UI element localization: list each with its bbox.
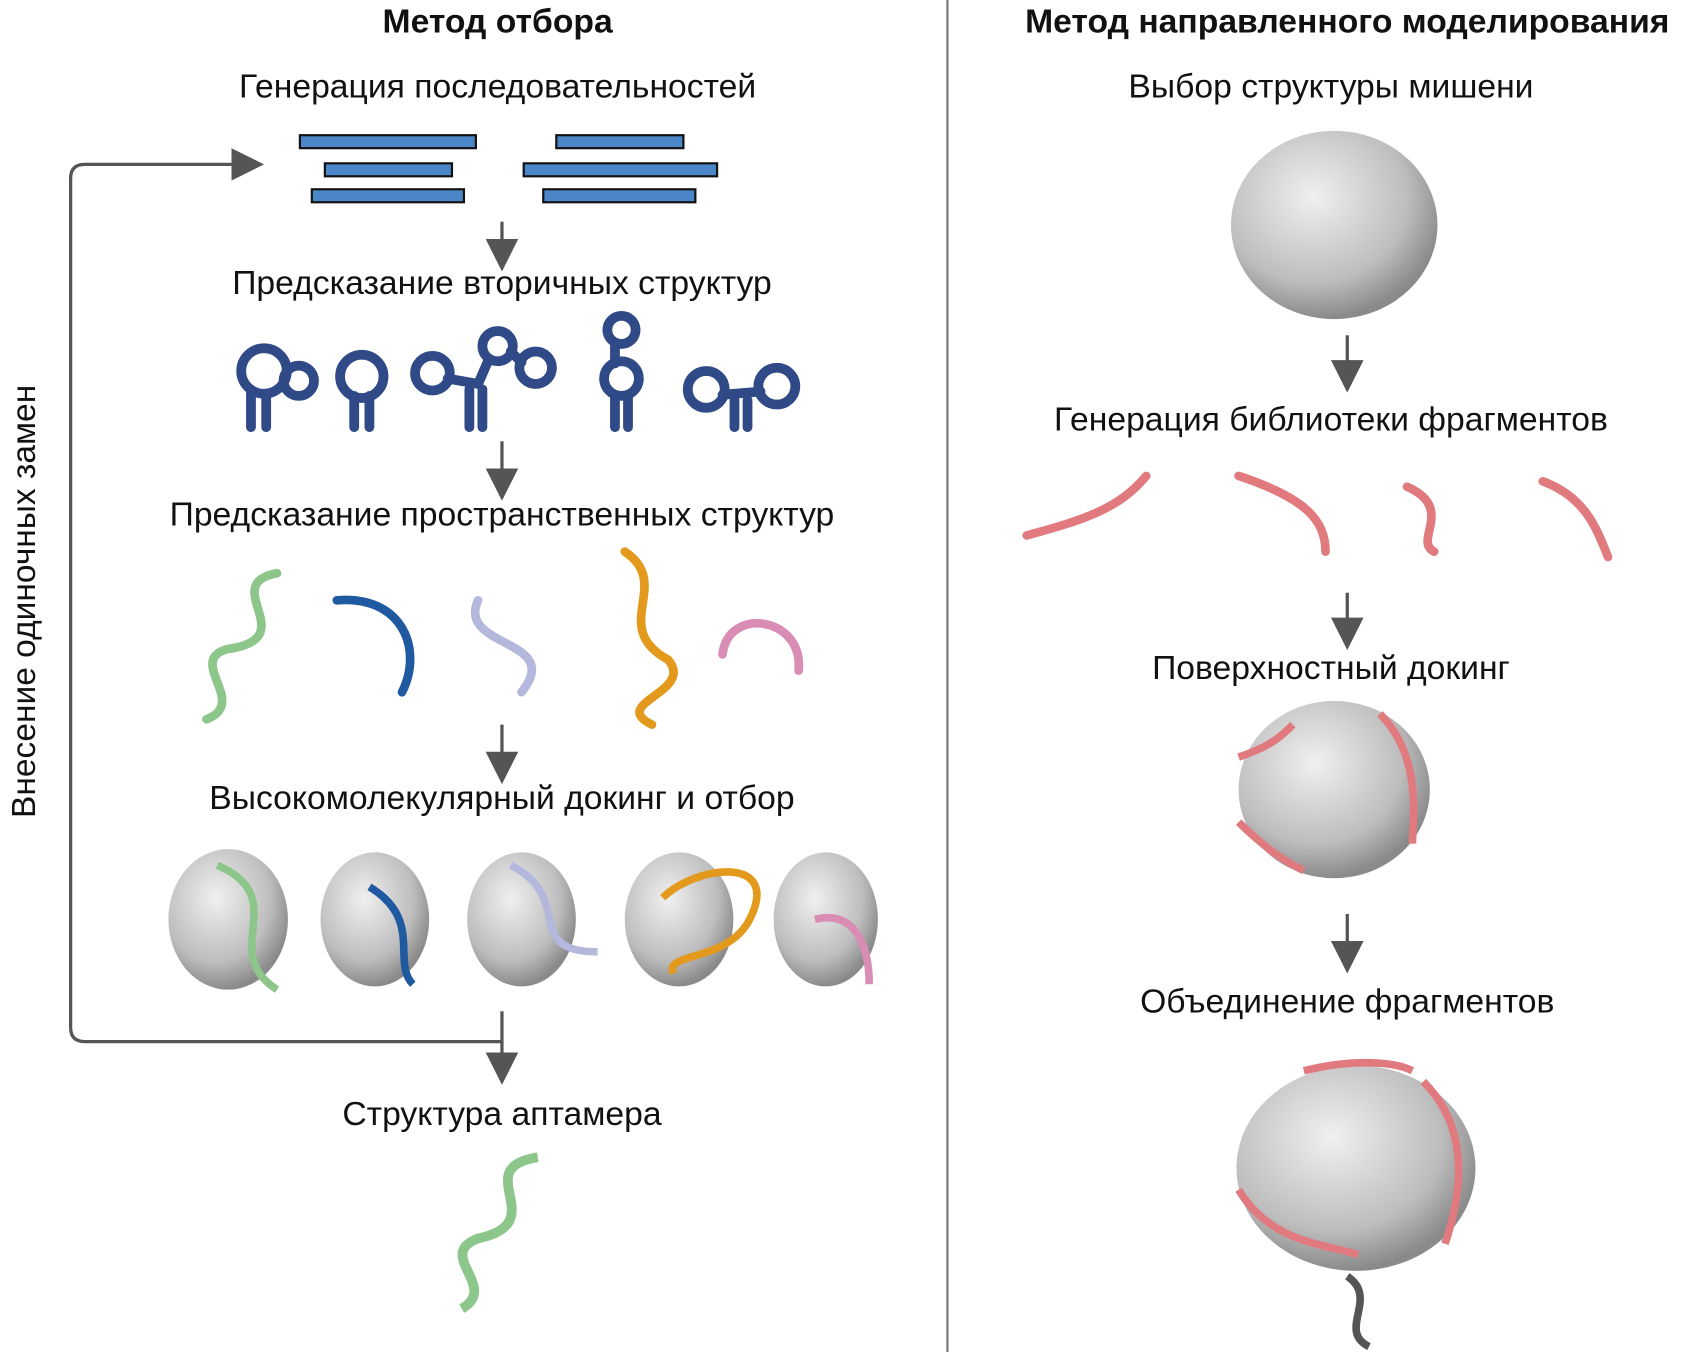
loop-label: Внесение одиночных замен	[4, 384, 43, 818]
merged-fragments	[1235, 1058, 1463, 1350]
step-sequence-generation: Генерация последовательностей	[239, 67, 757, 105]
secondary-structures	[236, 310, 801, 433]
down-arrows	[485, 221, 1364, 1085]
step-3d-prediction: Предсказание пространственных структур	[169, 495, 835, 534]
fragment-library	[1022, 471, 1613, 562]
docking-complexes	[168, 849, 878, 993]
step-aptamer-structure: Структура аптамера	[342, 1094, 662, 1133]
step-docking-selection: Высокомолекулярный докинг и отбор	[209, 778, 795, 817]
step-fragment-merging: Объединение фрагментов	[1140, 982, 1555, 1020]
step-secondary-prediction: Предсказание вторичных структур	[232, 263, 772, 302]
loop-arrow	[68, 148, 502, 1044]
right-title: Метод направленного моделирования	[1025, 2, 1670, 41]
target-protein	[1231, 130, 1438, 320]
step-fragment-library: Генерация библиотеки фрагментов	[1054, 400, 1608, 439]
step-target-selection: Выбор структуры мишени	[1128, 67, 1534, 105]
tertiary-structures	[202, 547, 803, 729]
left-title: Метод отбора	[382, 2, 613, 41]
docked-fragments	[1235, 711, 1418, 875]
sequence-bars	[298, 134, 719, 204]
merged-protein	[1236, 1065, 1476, 1271]
docked-protein	[1238, 700, 1430, 879]
aptamer-structure	[457, 1152, 539, 1313]
step-surface-docking: Поверхностный докинг	[1152, 648, 1510, 687]
